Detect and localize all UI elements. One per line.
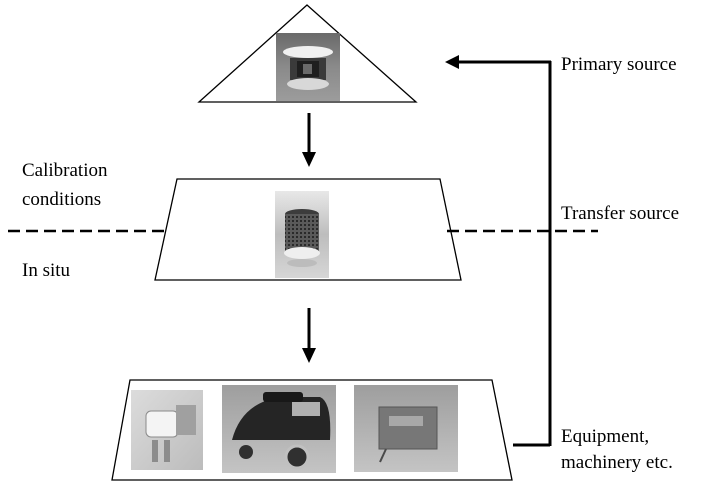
arrow-transfer-to-equipment bbox=[302, 308, 316, 363]
transfer-source-label: Transfer source bbox=[561, 203, 679, 224]
machine-photo-3 bbox=[354, 385, 458, 472]
feedback-path-arrow bbox=[445, 55, 552, 447]
primary-source-label: Primary source bbox=[561, 54, 677, 75]
machine-photo-1 bbox=[131, 390, 203, 470]
machine-photo-2 bbox=[222, 385, 336, 473]
primary-source-photo bbox=[276, 33, 340, 101]
calibration-conditions-line1: Calibration bbox=[22, 160, 108, 181]
calibration-conditions-line2: conditions bbox=[22, 189, 101, 210]
arrow-primary-to-transfer bbox=[302, 113, 316, 167]
equipment-label-line1: Equipment, bbox=[561, 426, 649, 447]
transfer-source-photo bbox=[275, 191, 329, 278]
in-situ-label: In situ bbox=[22, 260, 71, 281]
equipment-label-line2: machinery etc. bbox=[561, 452, 673, 473]
